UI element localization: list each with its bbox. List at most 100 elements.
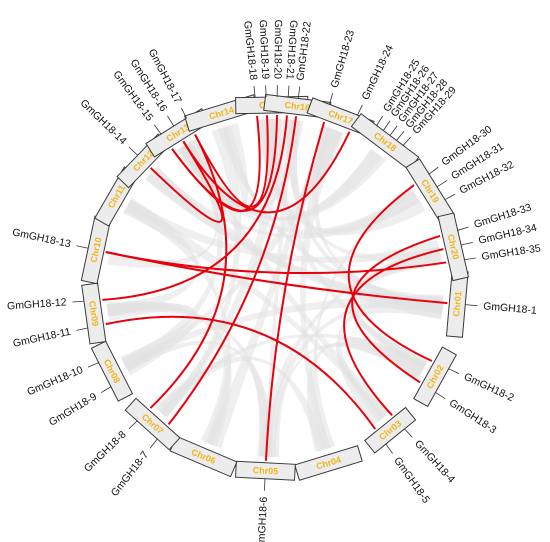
chromosome-box (81, 282, 107, 345)
duplication-link (182, 131, 351, 214)
chromosome-box (90, 340, 134, 402)
gene-label: GmGH18-8 (82, 429, 129, 475)
chromosome-ring: Chr01Chr02Chr03Chr04Chr05Chr06Chr07Chr08… (80, 93, 470, 481)
gene-label: GmGH18-14 (78, 97, 129, 147)
chromosome-chr19: Chr19 (405, 158, 456, 224)
gene-label: GmGH18-19 (257, 19, 272, 79)
chromosome-chr06: Chr06 (169, 435, 238, 478)
gene-label: GmGH18-12 (7, 296, 67, 312)
synteny-ribbon (306, 340, 425, 453)
duplication-link (194, 115, 269, 208)
synteny-ribbon (300, 127, 343, 450)
gene-tick (403, 428, 413, 438)
chromosome-label: Chr16 (284, 100, 311, 113)
duplication-link (171, 114, 278, 212)
chromosome-chr05: Chr05 (234, 460, 296, 481)
chromosome-chr02: Chr02 (413, 346, 458, 408)
chromosome-chr20: Chr20 (437, 212, 470, 282)
chromosome-label: Chr01 (451, 291, 463, 317)
synteny-ribbon (313, 188, 416, 449)
synteny-ribbon (353, 248, 443, 368)
duplication-link (105, 315, 377, 430)
chromosome-chr08: Chr08 (90, 340, 134, 402)
gene-tick (263, 478, 266, 491)
gene-tick (76, 245, 89, 249)
gene-tick (444, 193, 456, 201)
gene-tick (428, 166, 439, 175)
synteny-ribbon (336, 336, 426, 422)
gene-tick (128, 146, 138, 156)
gene-tick (72, 300, 85, 303)
gene-label: GmGH18-7 (109, 449, 152, 499)
gene-tick (265, 85, 267, 98)
chromosome-box (364, 406, 417, 454)
duplication-link (351, 235, 441, 384)
synteny-ribbon (263, 119, 296, 457)
synteny-ribbon (266, 118, 428, 369)
duplication-link (149, 140, 224, 223)
gene-label: GmGH18-18 (241, 20, 259, 81)
gene-tick (463, 257, 476, 261)
duplication-link (347, 184, 433, 362)
synteny-ribbon (160, 126, 242, 419)
gene-tick (436, 180, 448, 188)
synteny-ribbon (217, 126, 444, 308)
gene-tick (457, 226, 469, 231)
gene-label: GmGH18-9 (47, 391, 99, 429)
gene-tick (448, 368, 460, 374)
gene-tick (287, 85, 290, 98)
duplication-link (149, 134, 228, 409)
gene-tick (76, 327, 89, 331)
gene-label: GmGH18-6 (255, 496, 270, 542)
gene-tick (434, 391, 446, 400)
synteny-ribbon (106, 301, 232, 447)
gene-label: GmGH18-1 (483, 300, 538, 317)
gene-label: GmGH18-11 (12, 326, 72, 350)
chromosome-chr09: Chr09 (81, 282, 107, 345)
gene-label: GmGH18-10 (25, 364, 85, 398)
chromosome-chr10: Chr10 (80, 215, 112, 285)
synteny-ribbon (179, 142, 390, 419)
synteny-ribbon (123, 199, 388, 419)
chromosome-label: Chr05 (252, 465, 278, 476)
gene-label: GmGH18-5 (391, 455, 432, 506)
gene-tick (356, 104, 363, 116)
gene-tick (100, 386, 112, 394)
gene-tick (128, 420, 138, 430)
gene-label: GmGH18-21 (283, 20, 299, 80)
gene-tick (465, 304, 478, 307)
gene-tick (402, 136, 411, 147)
gene-label: GmGH18-20 (271, 19, 284, 79)
duplication-link (167, 116, 298, 426)
chromosome-box (124, 397, 181, 451)
chromosome-box (413, 346, 458, 408)
gene-tick (382, 120, 391, 131)
duplication-link (343, 248, 444, 417)
gene-tick (149, 438, 158, 449)
chromosome-label: Chr09 (87, 300, 100, 327)
gene-tick (328, 93, 334, 105)
gene-label: GmGH18-13 (11, 226, 72, 250)
gene-label: GmGH18-23 (329, 29, 357, 90)
gene-tick (376, 115, 384, 127)
duplication-link (102, 115, 288, 301)
background-links-layer (106, 118, 444, 457)
duplication-links-layer (102, 114, 448, 461)
duplication-link (105, 251, 447, 275)
synteny-ribbon (336, 300, 444, 427)
chromosome-chr04: Chr04 (294, 445, 363, 481)
gene-label: GmGH18-35 (481, 242, 542, 263)
gene-tick (167, 115, 175, 127)
gene-label: GmGH18-2 (462, 371, 516, 405)
synteny-ribbon (180, 143, 386, 222)
gene-tick (396, 131, 405, 141)
gene-tick (87, 362, 100, 368)
gene-tick (461, 241, 473, 246)
gene-tick (297, 86, 301, 99)
chromosome-box (294, 445, 363, 481)
gene-tick (253, 86, 256, 99)
gene-label: GmGH18-3 (447, 397, 499, 436)
gene-tick (180, 107, 188, 119)
